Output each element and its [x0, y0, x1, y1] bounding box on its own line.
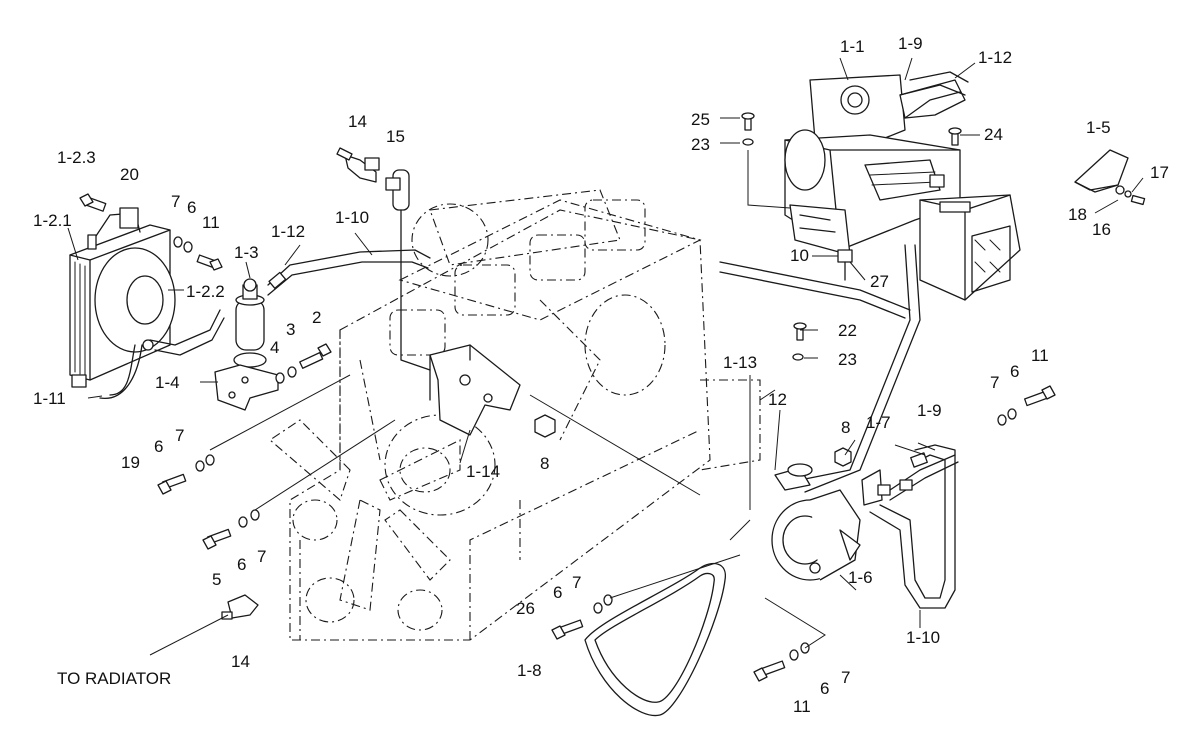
callout-7: 7: [841, 668, 850, 687]
callout-16: 16: [1092, 220, 1111, 239]
callout-6: 6: [1010, 362, 1019, 381]
callout-6: 6: [237, 555, 246, 574]
condenser-unit: [69, 207, 225, 399]
callout-1-9: 1-9: [917, 401, 942, 420]
callout-1-5: 1-5: [1086, 118, 1111, 137]
ac-unit: [719, 71, 1021, 493]
callout-1-8: 1-8: [517, 661, 542, 680]
callout-1-12: 1-12: [271, 222, 305, 241]
callout-18: 18: [1068, 205, 1087, 224]
mount-bracket-1-5: [1074, 149, 1146, 206]
callout-5: 5: [212, 570, 221, 589]
compressor-bracket: [429, 344, 556, 438]
callout-14: 14: [348, 112, 367, 131]
callout-23: 23: [838, 350, 857, 369]
callout-7: 7: [175, 426, 184, 445]
callout-1-7: 1-7: [866, 413, 891, 432]
callout-7: 7: [572, 573, 581, 592]
callout-6: 6: [820, 679, 829, 698]
callout-1-13: 1-13: [723, 353, 757, 372]
callout-22: 22: [838, 321, 857, 340]
callout-4: 4: [270, 338, 279, 357]
callout-1-14: 1-14: [466, 462, 500, 481]
compressor-fasteners: [551, 385, 1056, 682]
right-top-fasteners: [741, 112, 962, 361]
callout-6: 6: [187, 198, 196, 217]
callout-1-10: 1-10: [906, 628, 940, 647]
callout-1-2-3: 1-2.3: [57, 148, 96, 167]
callout-6: 6: [154, 437, 163, 456]
callout-24: 24: [984, 125, 1003, 144]
callout-25: 25: [691, 110, 710, 129]
left-fasteners: [79, 193, 431, 411]
callout-12: 12: [768, 390, 787, 409]
callout-8: 8: [841, 418, 850, 437]
callout-10: 10: [790, 246, 809, 265]
callout-1-10: 1-10: [335, 208, 369, 227]
callout-1-4: 1-4: [155, 373, 180, 392]
callout-labels: 1-2.3 20 1-2.1 7 6 11 1-2.2 1-3 1-12 1-1…: [33, 34, 1169, 716]
lower-left-fasteners: [157, 454, 260, 620]
callout-27: 27: [870, 272, 889, 291]
callout-7: 7: [171, 192, 180, 211]
callout-1-3: 1-3: [234, 243, 259, 262]
callout-15: 15: [386, 127, 405, 146]
callout-17: 17: [1150, 163, 1169, 182]
callout-11: 11: [202, 213, 220, 232]
callout-2: 2: [312, 308, 321, 327]
callout-7: 7: [257, 547, 266, 566]
callout-8: 8: [540, 454, 549, 473]
leader-lines: [67, 57, 1144, 656]
compressor-assembly: [584, 444, 959, 717]
callout-1-1: 1-1: [840, 37, 865, 56]
callout-11: 11: [1031, 346, 1049, 365]
callout-20: 20: [120, 165, 139, 184]
callout-1-9: 1-9: [898, 34, 923, 53]
callout-19: 19: [121, 453, 140, 472]
callout-1-11: 1-11: [33, 389, 66, 408]
engine-block: [269, 189, 761, 641]
callout-7: 7: [990, 373, 999, 392]
callout-23: 23: [691, 135, 710, 154]
callout-26: 26: [516, 599, 535, 618]
callout-1-12: 1-12: [978, 48, 1012, 67]
callout-6: 6: [553, 583, 562, 602]
center-top-parts: [336, 147, 431, 371]
callout-11: 11: [793, 697, 811, 716]
callout-1-6: 1-6: [848, 568, 873, 587]
to-radiator-note: TO RADIATOR: [57, 669, 171, 688]
callout-1-2-1: 1-2.1: [33, 211, 72, 230]
callout-14: 14: [231, 652, 250, 671]
callout-3: 3: [286, 320, 295, 339]
callout-1-2-2: 1-2.2: [186, 282, 225, 301]
